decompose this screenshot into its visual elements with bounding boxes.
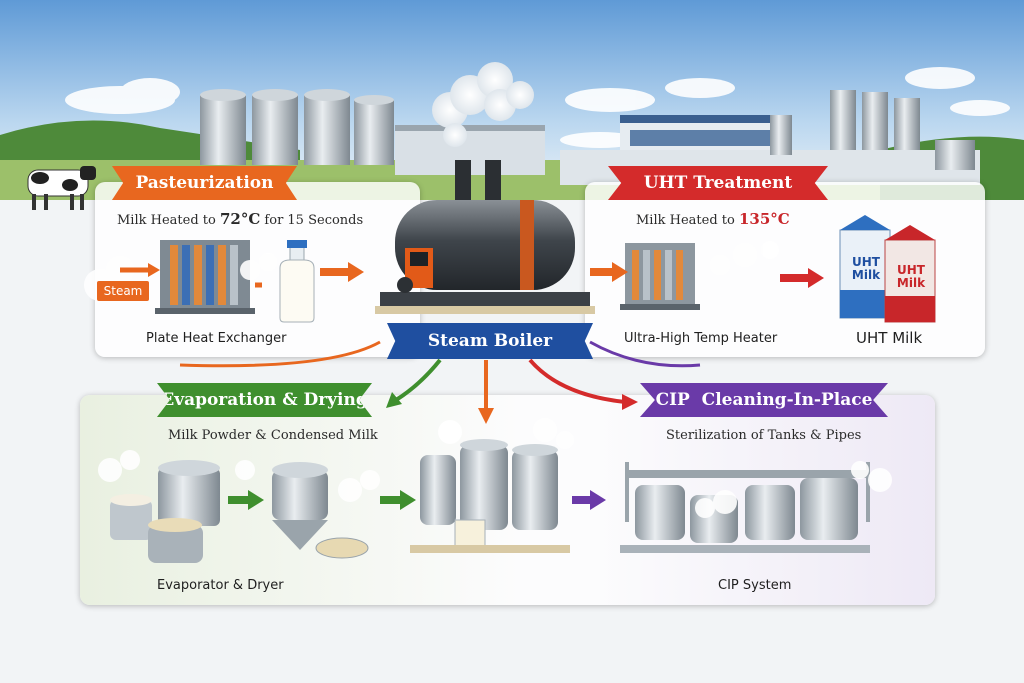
evaporation-caption: Evaporator & Dryer xyxy=(157,578,284,593)
carton-blue-text: UHT xyxy=(852,255,880,269)
uht-product-caption: UHT Milk xyxy=(856,329,923,347)
evaporation-title: Evaporation & Drying xyxy=(161,390,368,410)
uht-subtitle-prefix: Milk Heated to xyxy=(636,213,739,228)
pasteurization-subtitle: Milk Heated to 72°C for 15 Seconds xyxy=(117,210,363,228)
steam-boiler-text: Steam Boiler xyxy=(427,331,553,351)
spray-dryer-illustration xyxy=(272,462,380,559)
uht-heater-caption: Ultra-High Temp Heater xyxy=(624,331,778,346)
uht-banner: UHT Treatment xyxy=(608,166,828,200)
pasteurization-title: Pasteurization xyxy=(135,173,274,193)
steam-tag: Steam xyxy=(97,281,149,301)
cip-caption: CIP System xyxy=(718,578,792,593)
steam-tag-label: Steam xyxy=(103,284,143,298)
cip-title: CIP Cleaning-In-Place xyxy=(655,390,873,410)
plate-heat-exchanger-illustration xyxy=(84,240,277,314)
storage-tanks-illustration xyxy=(410,418,574,553)
uht-temp: 135°C xyxy=(738,210,790,228)
steam-boiler-illustration xyxy=(375,160,595,314)
uht-title: UHT Treatment xyxy=(643,173,793,193)
flow-arrows xyxy=(120,262,824,510)
evaporation-subtitle: Milk Powder & Condensed Milk xyxy=(168,428,378,443)
pasteurization-caption: Plate Heat Exchanger xyxy=(146,331,287,346)
uht-heater-illustration xyxy=(620,241,779,310)
steam-boiler-label: Steam Boiler xyxy=(387,323,593,359)
cip-system-illustration xyxy=(620,461,892,553)
pasteurization-temp: 72°C xyxy=(219,210,261,228)
evaporator-illustration xyxy=(98,450,255,563)
pasteurization-banner: Pasteurization xyxy=(112,166,297,200)
pasteurization-subtitle-suffix: for 15 Seconds xyxy=(260,213,364,228)
carton-red-text2: Milk xyxy=(896,276,926,290)
carton-blue-text2: Milk xyxy=(851,268,881,282)
uht-cartons-illustration xyxy=(839,215,936,323)
cip-banner: CIP Cleaning-In-Place xyxy=(640,383,888,417)
cip-subtitle: Sterilization of Tanks & Pipes xyxy=(666,428,862,443)
evaporation-banner: Evaporation & Drying xyxy=(157,383,372,417)
uht-subtitle: Milk Heated to 135°C xyxy=(636,210,790,228)
carton-red-text: UHT xyxy=(897,263,925,277)
pasteurization-subtitle-prefix: Milk Heated to xyxy=(117,213,220,228)
milk-bottle-illustration xyxy=(279,240,315,323)
